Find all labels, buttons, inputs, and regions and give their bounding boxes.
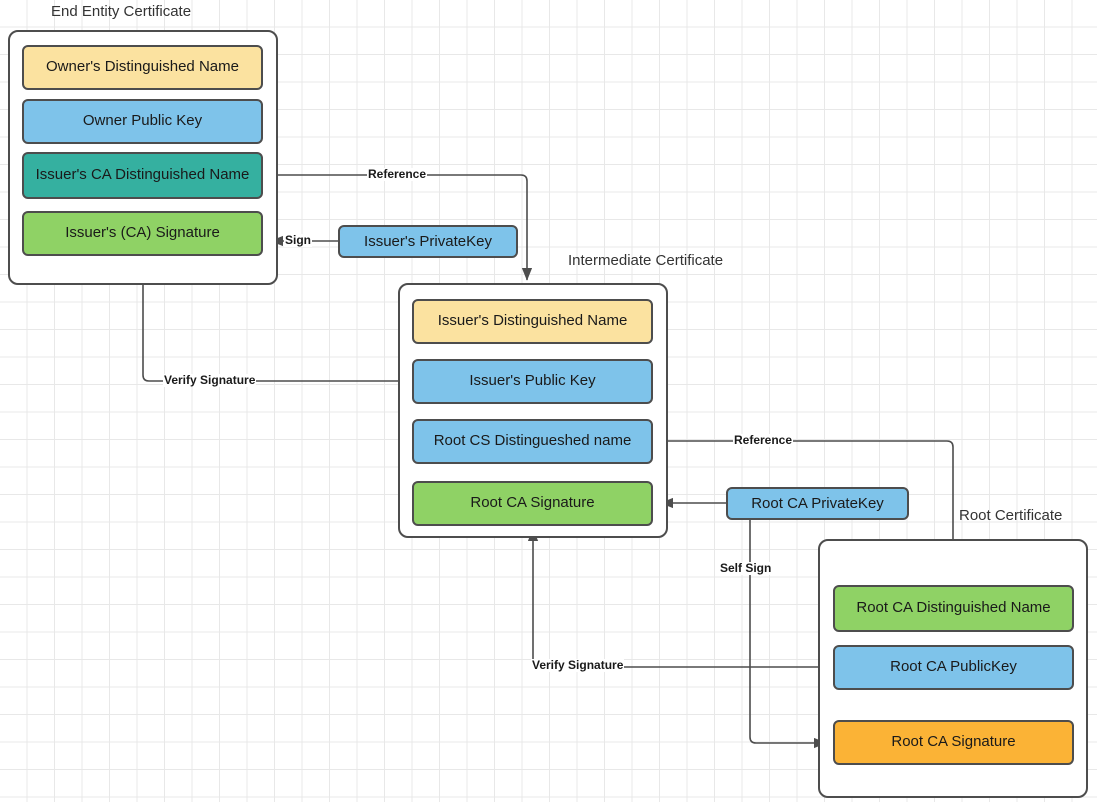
field-issuers-ca-signature[interactable]: Issuer's (CA) Signature [22,211,263,256]
field-issuers-public-key[interactable]: Issuer's Public Key [412,359,653,404]
edge-label-verify-signature-bottom: Verify Signature [531,658,625,672]
root-certificate-title: Root Certificate [959,507,1063,524]
intermediate-certificate-title: Intermediate Certificate [568,252,724,269]
field-owner-public-key[interactable]: Owner Public Key [22,99,263,144]
field-issuers-ca-distinguished-name[interactable]: Issuer's CA Distinguished Name [22,152,263,199]
edge-label-self-sign: Self Sign [719,561,773,575]
edge-label-reference-bottom: Reference [733,433,794,447]
edge-label-reference-top: Reference [367,167,428,181]
field-intermediate-root-ca-signature[interactable]: Root CA Signature [412,481,653,526]
field-root-cs-distingueshed-name[interactable]: Root CS Distingueshed name [412,419,653,464]
field-owners-distinguished-name[interactable]: Owner's Distinguished Name [22,45,263,90]
end-entity-certificate-title: End Entity Certificate [51,3,192,20]
edge-label-verify-signature-top: Verify Signature [163,373,257,387]
root-ca-privatekey-box[interactable]: Root CA PrivateKey [726,487,909,520]
edge-label-sign: Sign [284,233,312,247]
field-root-ca-signature[interactable]: Root CA Signature [833,720,1074,765]
field-issuers-distinguished-name[interactable]: Issuer's Distinguished Name [412,299,653,344]
issuers-privatekey-box[interactable]: Issuer's PrivateKey [338,225,518,258]
field-root-ca-distinguished-name[interactable]: Root CA Distinguished Name [833,585,1074,632]
field-root-ca-publickey[interactable]: Root CA PublicKey [833,645,1074,690]
edge-verify-signature-bottom [527,528,833,668]
edge-self-sign [749,520,827,749]
